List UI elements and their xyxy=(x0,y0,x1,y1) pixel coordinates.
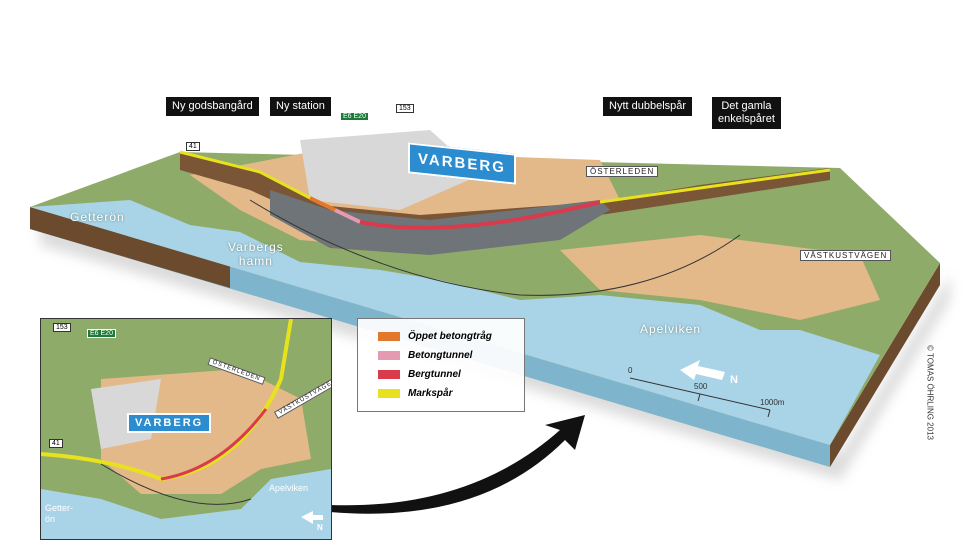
curved-arrow xyxy=(330,415,585,514)
label-apelviken: Apelviken xyxy=(640,322,702,336)
inset-label-getteron: Getter-ön xyxy=(45,503,74,524)
callout-dubbelspar: Nytt dubbelspår xyxy=(603,97,693,116)
track-bergtunnel xyxy=(359,200,601,230)
inset-road-e6: E6 E20 xyxy=(87,329,116,338)
inset-varberg-sign: VARBERG xyxy=(127,413,212,433)
inset-road-41: 41 xyxy=(49,439,63,448)
track-trag xyxy=(309,196,336,212)
inset-road-153: 153 xyxy=(53,323,71,332)
legend-item: Bergtunnel xyxy=(378,365,524,384)
scale-500: 500 xyxy=(694,382,708,391)
legend-item: Markspår xyxy=(378,384,524,403)
road-vastkustvagen: VÄSTKUSTVÄGEN xyxy=(800,250,892,261)
track-markspar xyxy=(179,150,311,200)
north-label: N xyxy=(730,374,738,386)
legend-item: Betongtunnel xyxy=(378,346,524,365)
road-e6: E6 E20 xyxy=(340,112,369,121)
north-arrow xyxy=(680,360,725,380)
legend: Öppet betongtråg Betongtunnel Bergtunnel… xyxy=(357,318,525,412)
old-track xyxy=(249,199,741,296)
inset-map: VARBERG 153 E6 E20 41 ÖSTERLEDEN VÄSTKUS… xyxy=(40,318,332,540)
block-right-face xyxy=(830,263,940,467)
road-153: 153 xyxy=(396,104,414,113)
copyright: © TOMAS ÖHRLING 2013 xyxy=(925,345,935,440)
scale-bar xyxy=(629,377,771,418)
road-41: 41 xyxy=(186,142,200,151)
scale-0: 0 xyxy=(628,366,633,375)
road-osterleden: ÖSTERLEDEN xyxy=(586,166,659,177)
inset-north: N xyxy=(317,523,323,532)
inset-label-apelviken: Apelviken xyxy=(269,483,309,493)
scale-1000: 1000m xyxy=(760,398,785,407)
legend-item: Öppet betongtråg xyxy=(378,327,524,346)
label-getteron: Getterön xyxy=(70,210,125,224)
callout-godsbangard: Ny godsbangård xyxy=(166,97,259,116)
callout-station: Ny station xyxy=(270,97,331,116)
track-betongtunnel xyxy=(334,208,361,224)
tunnel-cut xyxy=(270,190,610,255)
